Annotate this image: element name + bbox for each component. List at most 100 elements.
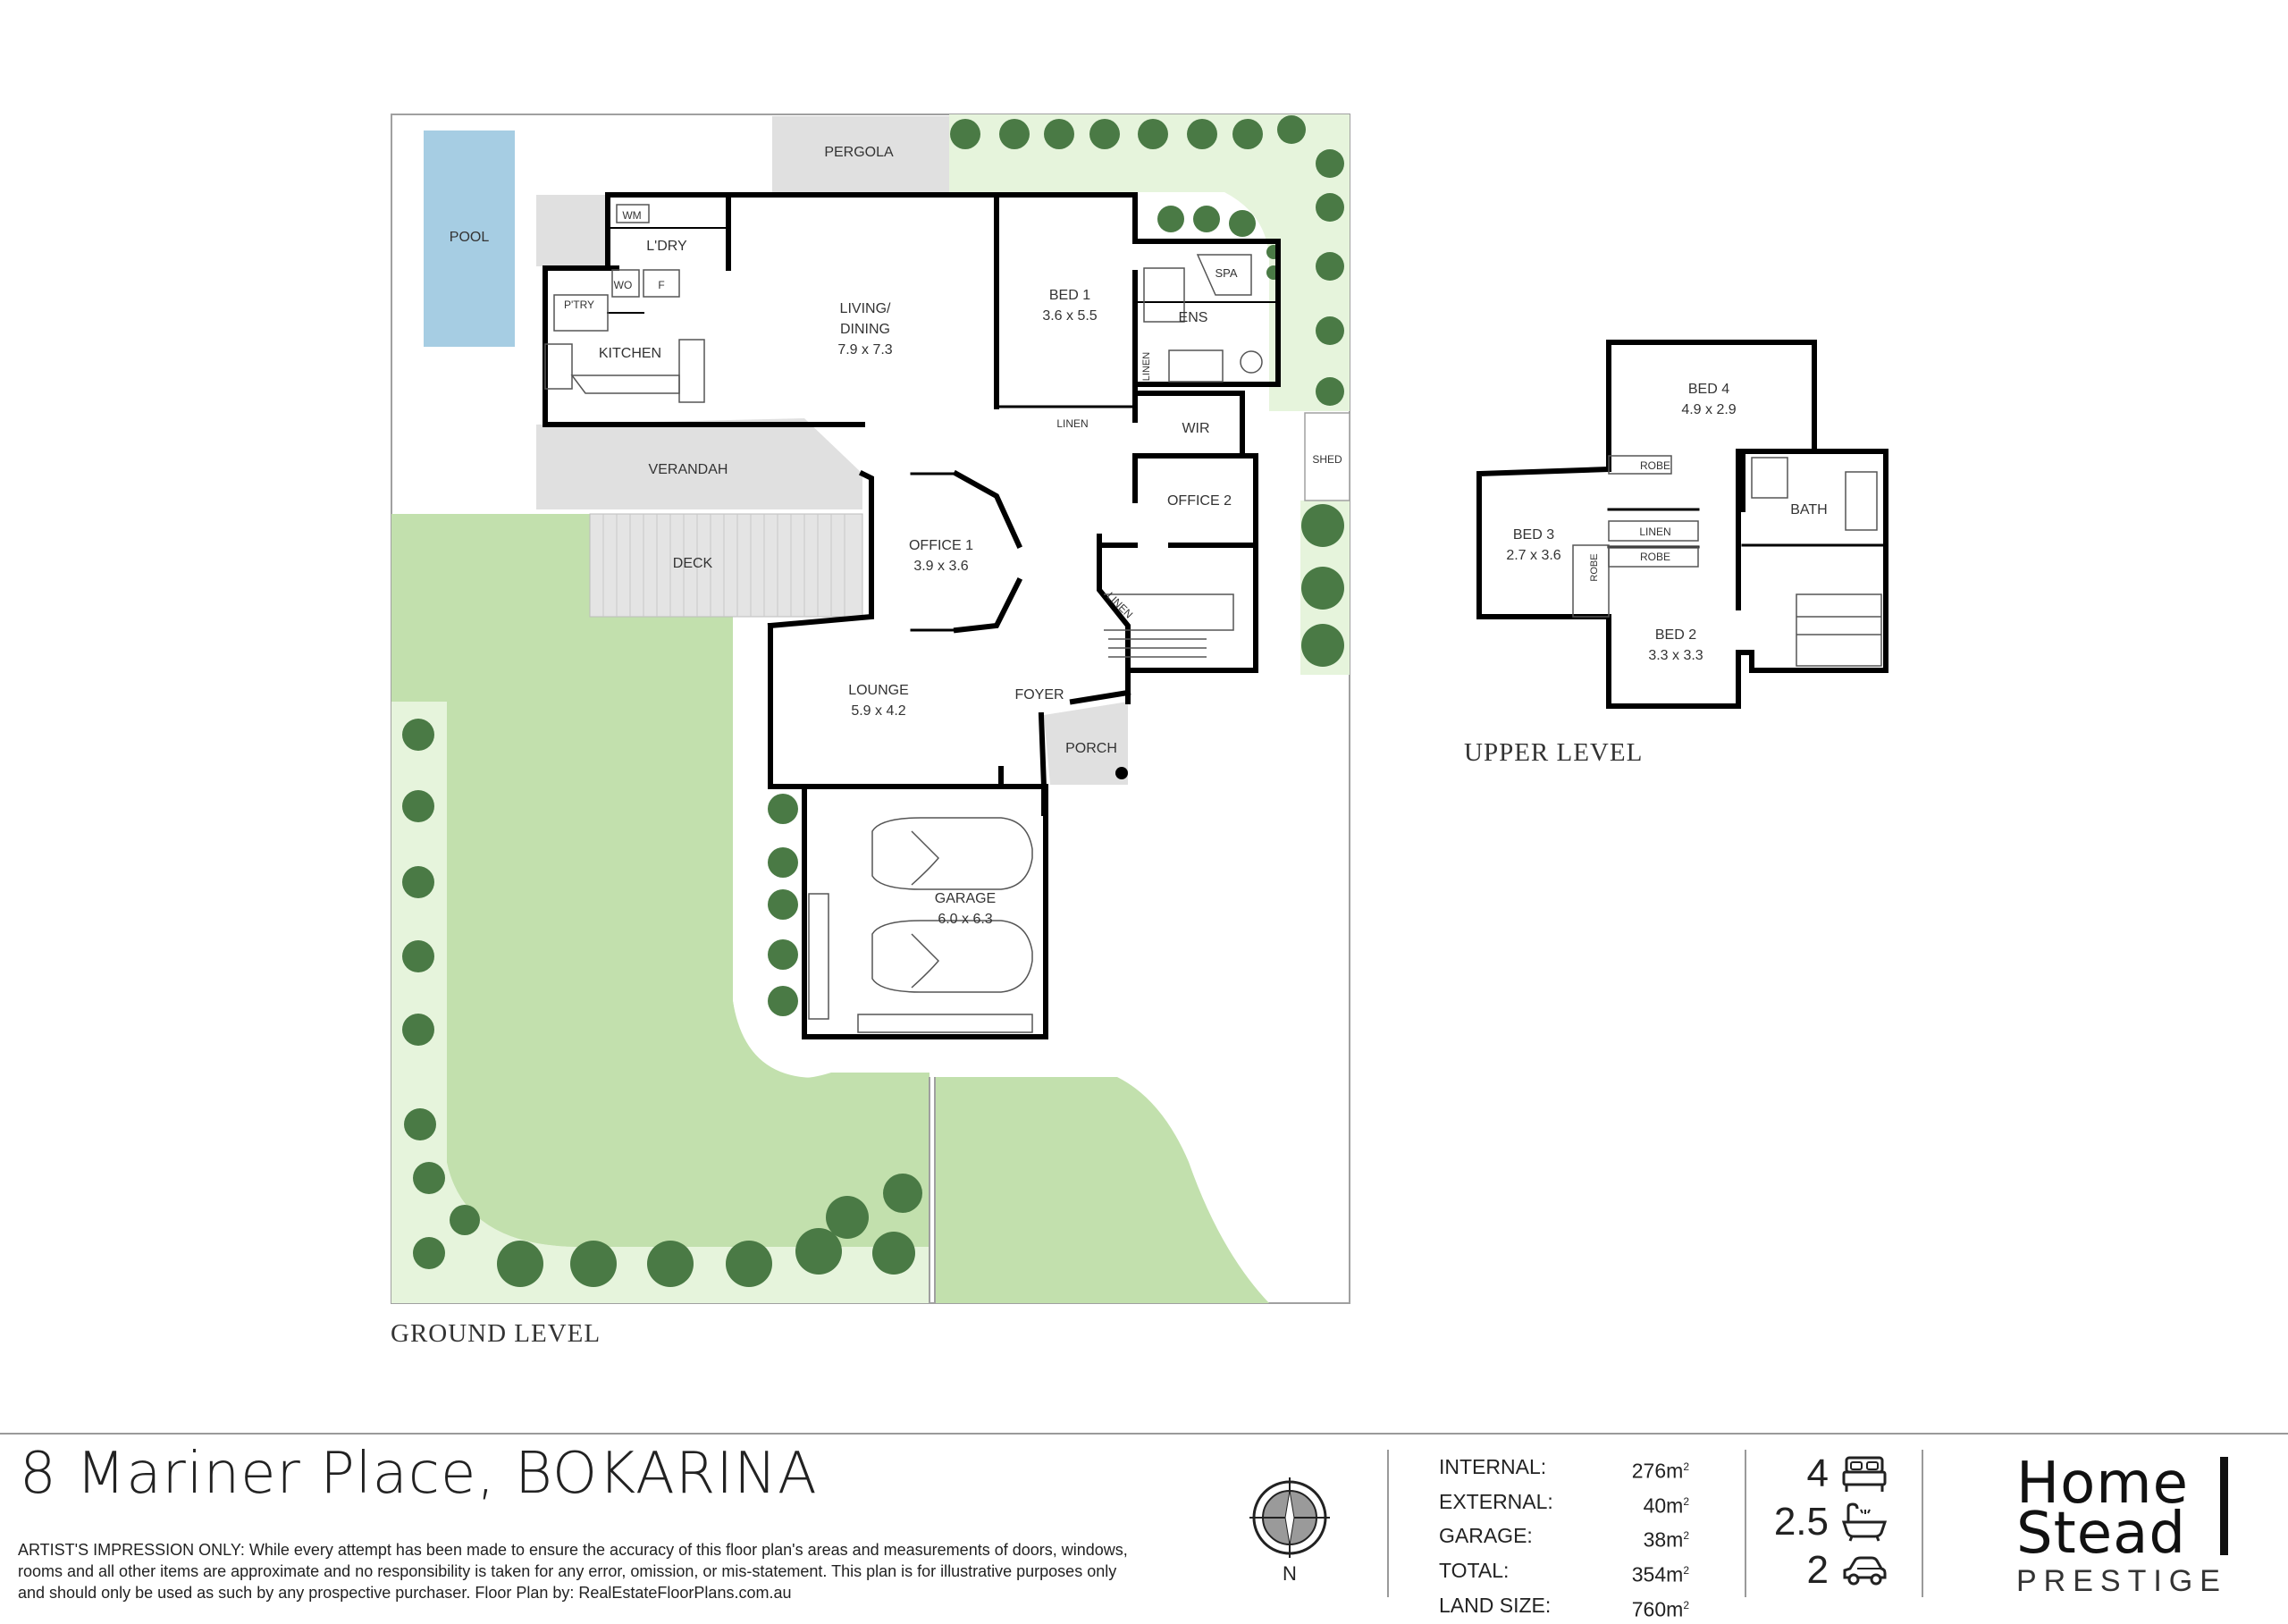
label-porch: PORCH bbox=[1065, 741, 1117, 756]
label-linen-vertical: LINEN bbox=[1141, 352, 1152, 381]
footer-divider bbox=[0, 1433, 2288, 1435]
lawn-left-inner bbox=[447, 617, 930, 1247]
bedroom-count-value: 4 bbox=[1806, 1452, 1829, 1495]
deck bbox=[589, 513, 863, 618]
label-lounge-size: 5.9 x 4.2 bbox=[851, 703, 905, 719]
disclaimer-line-1: ARTIST'S IMPRESSION ONLY: While every at… bbox=[18, 1541, 1128, 1559]
side-garden-right bbox=[949, 114, 1350, 411]
label-pool: POOL bbox=[450, 230, 490, 245]
label-robe-vertical: ROBE bbox=[1589, 553, 1600, 581]
garden-bed-left bbox=[391, 702, 930, 1303]
tree-markers bbox=[402, 115, 1344, 1287]
stat-land-size: LAND SIZE: 760m2 bbox=[1439, 1590, 1689, 1624]
label-foyer: FOYER bbox=[1014, 687, 1064, 703]
bed-icon bbox=[1842, 1456, 1887, 1492]
label-verandah: VERANDAH bbox=[649, 462, 728, 477]
porch bbox=[1044, 702, 1128, 785]
label-garage: GARAGE bbox=[935, 891, 996, 906]
label-living-size: 7.9 x 7.3 bbox=[837, 342, 892, 358]
car-space-count: 2 bbox=[1754, 1548, 1888, 1593]
compass-north-label: N bbox=[1283, 1562, 1297, 1585]
label-bed2: BED 2 bbox=[1655, 627, 1696, 643]
car-icon bbox=[1843, 1556, 1887, 1586]
laundry-paving bbox=[536, 195, 608, 266]
bedroom-count: 4 bbox=[1754, 1452, 1888, 1496]
stat-land-size-label: LAND SIZE: bbox=[1439, 1593, 1552, 1617]
ground-level-title: GROUND LEVEL bbox=[391, 1319, 601, 1348]
stat-external-value: 40m bbox=[1643, 1494, 1684, 1518]
label-pergola: PERGOLA bbox=[824, 145, 894, 160]
label-bed3: BED 3 bbox=[1513, 527, 1554, 543]
ground-walls bbox=[543, 192, 1281, 1039]
label-garage-size: 6.0 x 6.3 bbox=[938, 912, 992, 927]
label-robe-mid: ROBE bbox=[1640, 551, 1670, 563]
disclaimer-line-3: and should only be used as such by any p… bbox=[18, 1584, 792, 1602]
property-address: 8 Mariner Place, BOKARINA bbox=[20, 1441, 818, 1507]
brand-word-home: Home bbox=[2016, 1451, 2189, 1517]
label-office2: OFFICE 2 bbox=[1167, 493, 1232, 509]
stat-total-value: 354m bbox=[1631, 1562, 1684, 1586]
stat-garage-label: GARAGE: bbox=[1439, 1524, 1533, 1548]
label-bed2-size: 3.3 x 3.3 bbox=[1648, 648, 1703, 663]
label-office1-size: 3.9 x 3.6 bbox=[913, 559, 968, 574]
pool bbox=[424, 130, 515, 347]
label-spa: SPA bbox=[1215, 266, 1237, 280]
stat-external: EXTERNAL: 40m2 bbox=[1439, 1486, 1689, 1521]
front-lawn-right bbox=[935, 1077, 1269, 1303]
label-kitchen: KITCHEN bbox=[599, 346, 661, 361]
stat-internal-label: INTERNAL: bbox=[1439, 1455, 1547, 1478]
label-pantry: P'TRY bbox=[564, 299, 594, 311]
brand-word-stead: Stead bbox=[2016, 1501, 2186, 1567]
label-deck: DECK bbox=[673, 556, 713, 571]
label-robe-top: ROBE bbox=[1640, 459, 1670, 472]
label-fridge: F bbox=[658, 279, 664, 291]
label-wm: WM bbox=[622, 209, 641, 222]
label-upper-linen: LINEN bbox=[1639, 526, 1670, 538]
label-laundry: L'DRY bbox=[646, 239, 687, 254]
footer-separator-1 bbox=[1387, 1450, 1389, 1597]
disclaimer-line-2: rooms and all other items are approximat… bbox=[18, 1562, 1117, 1580]
label-wir: WIR bbox=[1182, 421, 1209, 436]
shed bbox=[1304, 412, 1350, 501]
room-counts: 4 2.5 2 bbox=[1754, 1452, 1888, 1596]
label-lounge: LOUNGE bbox=[848, 683, 909, 698]
label-bed1: BED 1 bbox=[1049, 288, 1090, 303]
stat-garage: GARAGE: 38m2 bbox=[1439, 1520, 1689, 1555]
upper-level-plan bbox=[1476, 340, 1888, 709]
ground-level-site bbox=[391, 114, 1350, 1304]
label-bed4-size: 4.9 x 2.9 bbox=[1681, 402, 1736, 417]
stat-internal-value: 276m bbox=[1631, 1459, 1684, 1483]
label-bed4: BED 4 bbox=[1688, 382, 1729, 397]
brand-logo: Home Stead PRESTIGE bbox=[2000, 1450, 2268, 1602]
footer-separator-2 bbox=[1745, 1450, 1746, 1597]
pergola bbox=[772, 116, 949, 195]
verandah bbox=[536, 418, 862, 509]
label-office1: OFFICE 1 bbox=[909, 538, 973, 553]
bathroom-count-value: 2.5 bbox=[1773, 1500, 1829, 1544]
label-wo: WO bbox=[614, 279, 633, 291]
upper-level-title: UPPER LEVEL bbox=[1464, 738, 1644, 767]
label-dining: DINING bbox=[840, 322, 890, 337]
bathroom-count: 2.5 bbox=[1754, 1500, 1888, 1544]
label-ensuite: ENS bbox=[1179, 310, 1208, 325]
area-stats: INTERNAL: 276m2 EXTERNAL: 40m2 GARAGE: 3… bbox=[1439, 1452, 1689, 1624]
brand-word-prestige: PRESTIGE bbox=[2016, 1564, 2227, 1598]
stat-external-label: EXTERNAL: bbox=[1439, 1489, 1553, 1513]
label-shed: SHED bbox=[1312, 453, 1342, 466]
stat-land-size-value: 760m bbox=[1631, 1597, 1684, 1621]
label-living: LIVING/ bbox=[840, 301, 891, 316]
label-bed3-size: 2.7 x 3.6 bbox=[1506, 548, 1560, 563]
disclaimer: ARTIST'S IMPRESSION ONLY: While every at… bbox=[18, 1539, 1207, 1603]
label-bath: BATH bbox=[1790, 502, 1827, 517]
stat-internal: INTERNAL: 276m2 bbox=[1439, 1452, 1689, 1486]
label-bed1-size: 3.6 x 5.5 bbox=[1042, 308, 1097, 324]
floor-plan-drawing: POOL PERGOLA WM L'DRY WO F P'TRY KITCHEN… bbox=[391, 114, 1888, 1304]
stat-garage-value: 38m bbox=[1643, 1527, 1684, 1552]
label-linen: LINEN bbox=[1056, 417, 1088, 430]
footer-separator-3 bbox=[1922, 1450, 1923, 1597]
stat-total-label: TOTAL: bbox=[1439, 1558, 1510, 1582]
bathtub-icon bbox=[1841, 1502, 1888, 1542]
brand-vertical-bar bbox=[2220, 1457, 2228, 1555]
compass-rose: N bbox=[1249, 1477, 1330, 1585]
car-space-count-value: 2 bbox=[1806, 1548, 1829, 1592]
